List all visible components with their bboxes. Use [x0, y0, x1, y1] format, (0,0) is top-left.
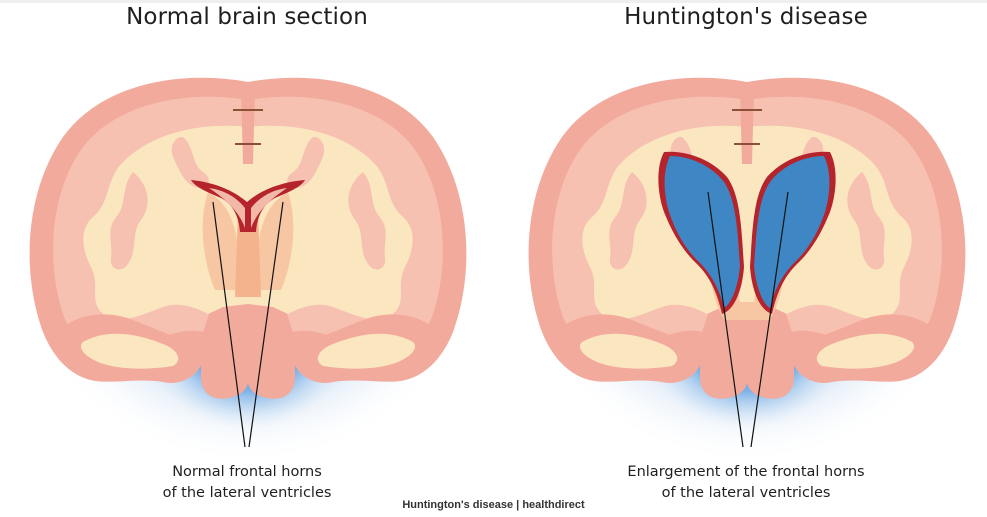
- huntingtons-caption: Enlargement of the frontal horns of the …: [526, 462, 966, 504]
- pointer-line-2: [750, 191, 789, 448]
- normal-caption-line-2: of the lateral ventricles: [162, 485, 332, 501]
- gyri-folds-left: [609, 172, 647, 270]
- horn-highlight: [209, 188, 287, 228]
- normal-caption: Normal frontal horns of the lateral vent…: [27, 462, 467, 504]
- huntingtons-caption-line-1: Enlargement of the frontal horns: [627, 464, 865, 480]
- gyri-folds-left: [110, 172, 148, 270]
- temporal-core-right: [317, 333, 416, 369]
- pointer-line-1: [212, 201, 246, 448]
- septum: [235, 212, 261, 297]
- midline-notch: [732, 109, 762, 145]
- pointer-line-1: [707, 191, 744, 448]
- temporal-core-left: [80, 333, 179, 369]
- top-divider: [0, 0, 987, 3]
- gyri-folds-right: [847, 172, 885, 270]
- image-credit: Huntington's disease | healthdirect: [402, 499, 585, 511]
- midline-notch: [233, 109, 263, 145]
- pointer-line-2: [248, 201, 284, 448]
- temporal-core-left: [579, 333, 678, 369]
- gyri-fold-top-left: [171, 136, 209, 189]
- normal-brain-title: Normal brain section: [126, 4, 368, 30]
- midline-fissure: [740, 90, 754, 164]
- huntingtons-title: Huntington's disease: [624, 4, 868, 30]
- midline-fissure: [241, 90, 255, 164]
- huntingtons-caption-line-2: of the lateral ventricles: [661, 485, 831, 501]
- gyri-folds-right: [348, 172, 386, 270]
- normal-caption-line-1: Normal frontal horns: [172, 464, 322, 480]
- gyri-fold-top-right: [287, 136, 325, 189]
- normal-brain-diagram: [23, 57, 473, 457]
- caudate-region: [202, 192, 294, 290]
- huntingtons-brain-diagram: [522, 57, 972, 457]
- temporal-core-right: [816, 333, 915, 369]
